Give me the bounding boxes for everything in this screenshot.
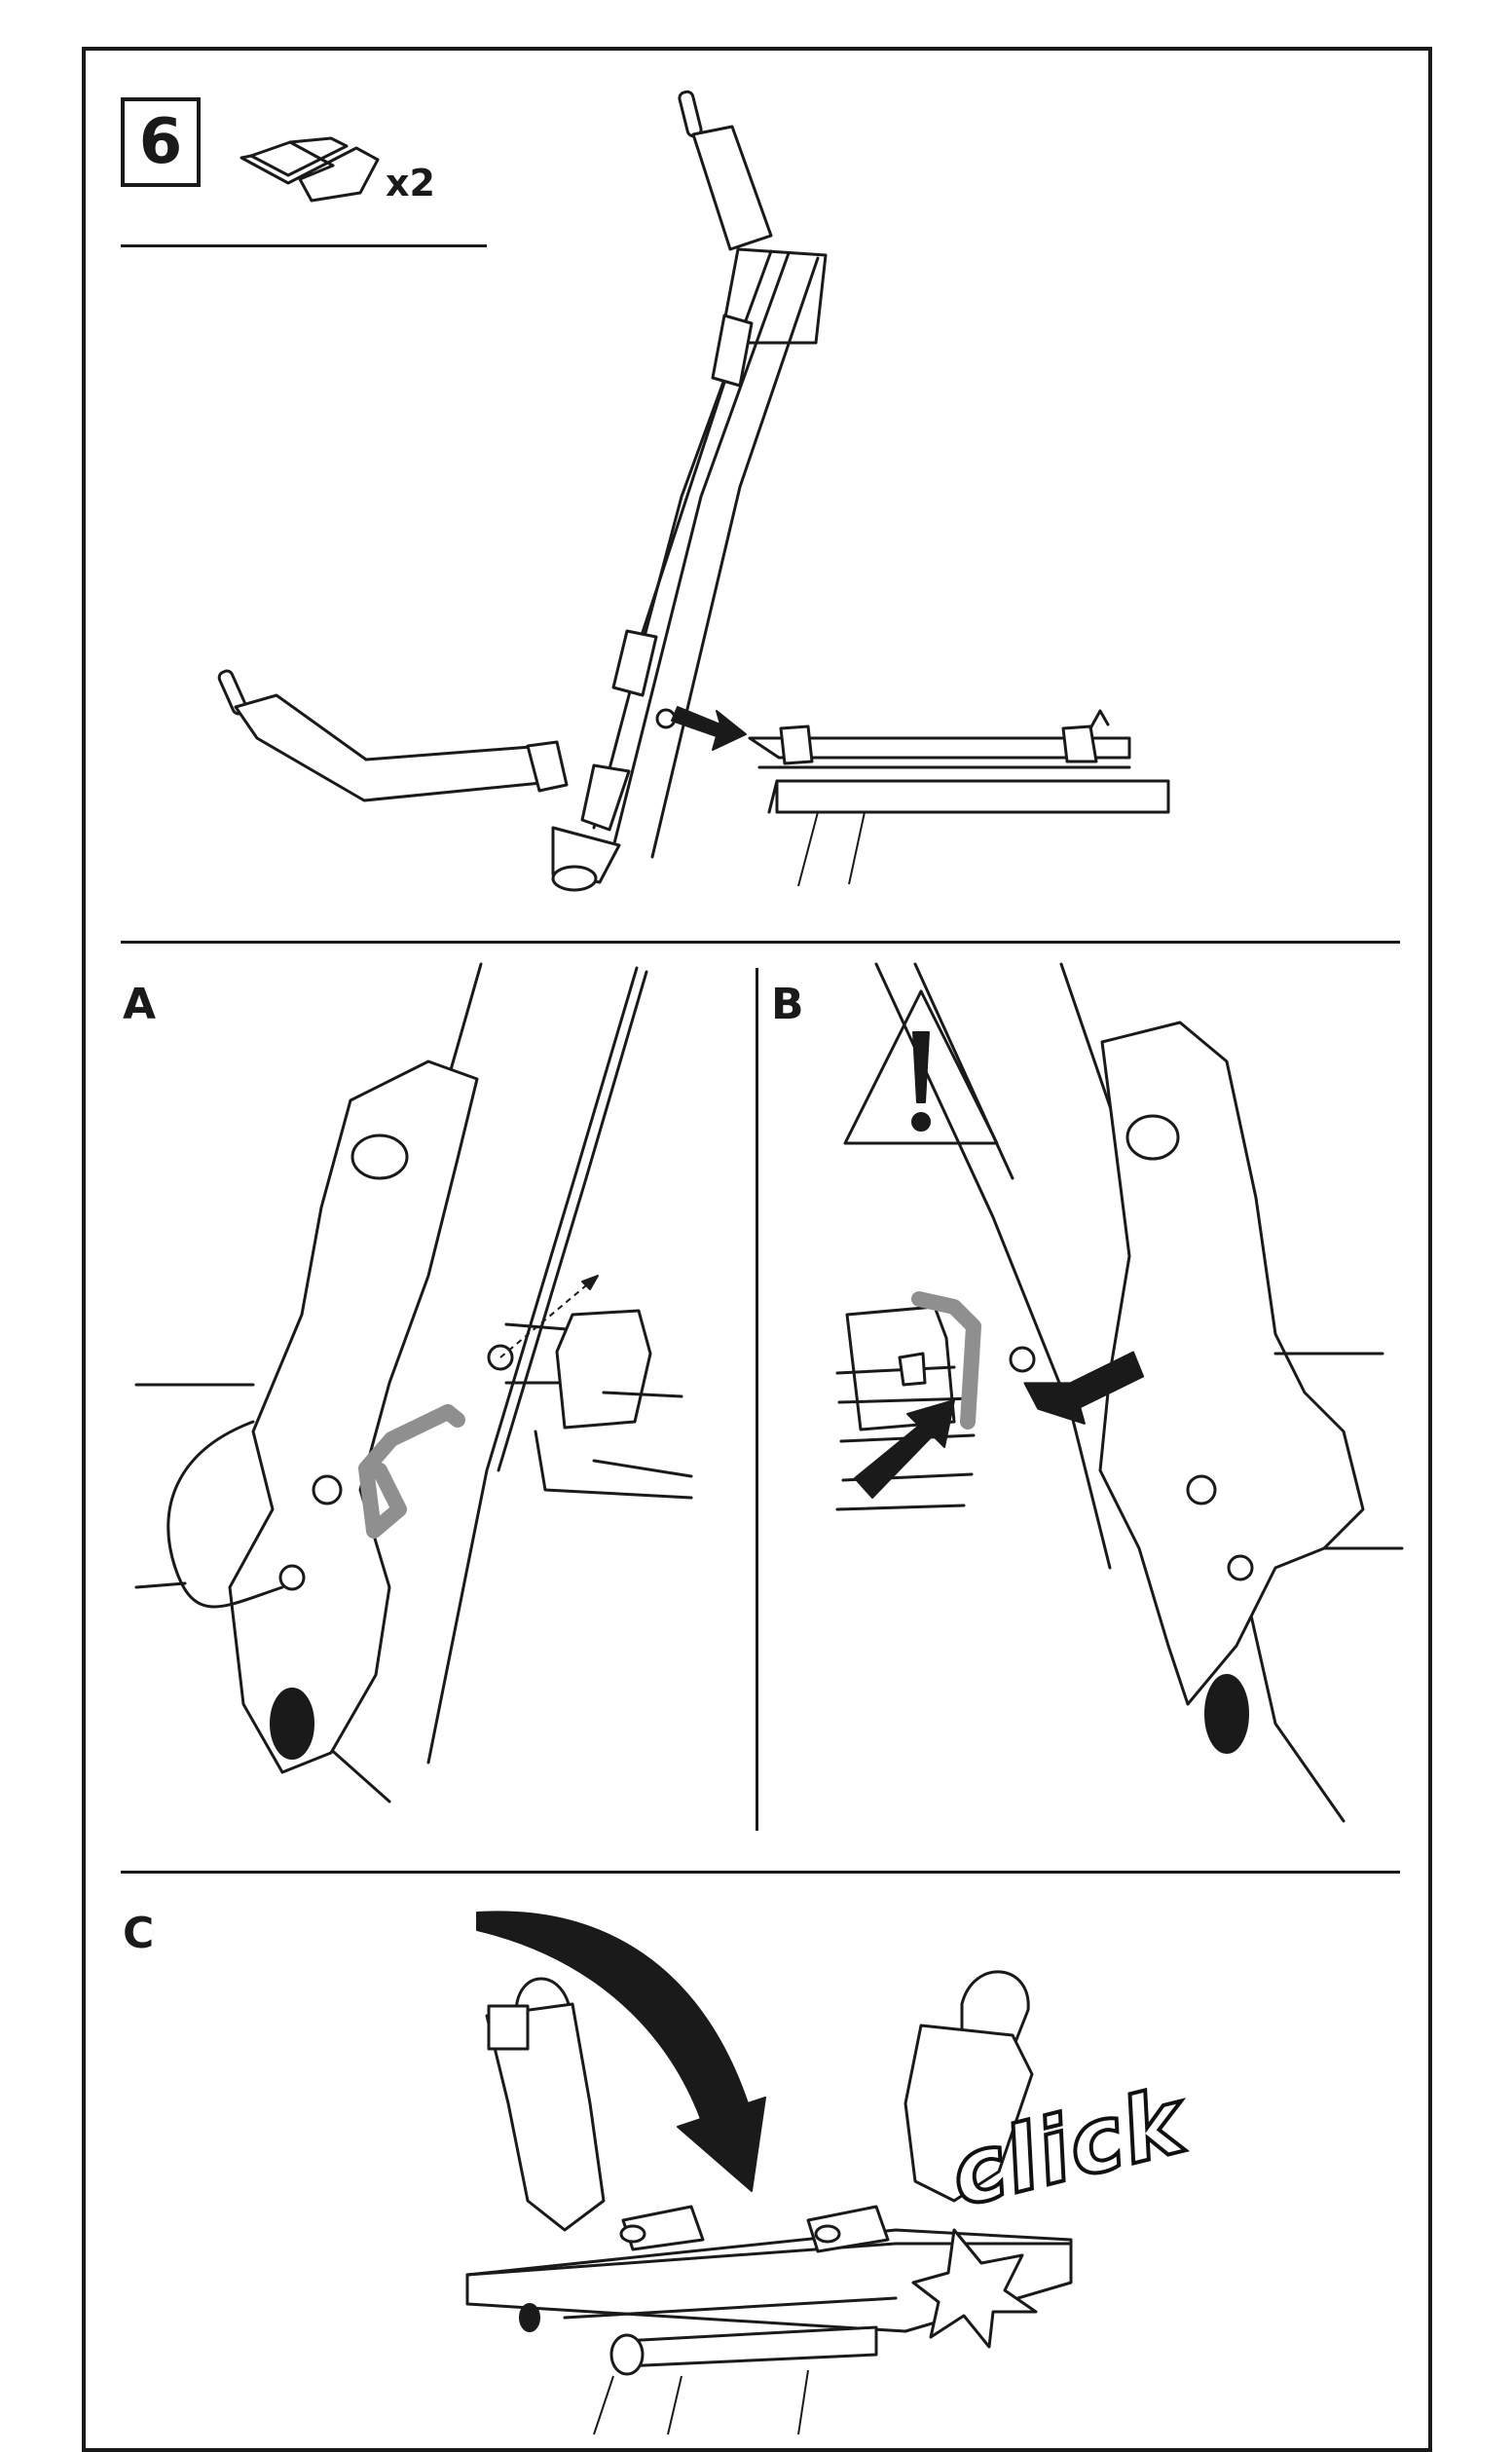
- panel-a-illustration: [134, 962, 693, 1803]
- warning-triangle-icon: [843, 989, 999, 1145]
- section-divider-2: [121, 1871, 1400, 1874]
- panel-a-label: A: [123, 980, 157, 1029]
- overview-illustration: [217, 90, 1170, 892]
- panel-b-illustration: [835, 962, 1404, 1823]
- panel-c-illustration: [465, 1911, 1073, 2435]
- panel-b-label: B: [771, 980, 804, 1029]
- section-divider-1: [121, 941, 1400, 944]
- retaining-clip-icon: [240, 136, 380, 203]
- panel-divider: [756, 968, 758, 1831]
- header-divider: [121, 244, 487, 247]
- step-number: 6: [121, 97, 201, 187]
- part-quantity: x2: [386, 162, 435, 204]
- panel-c-label: C: [123, 1909, 155, 1958]
